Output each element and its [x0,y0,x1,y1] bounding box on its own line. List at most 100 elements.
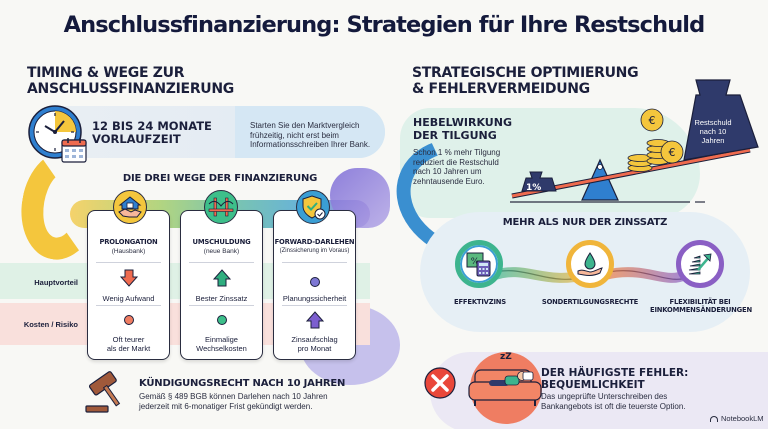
percent-calculator-icon: % [455,240,503,288]
item-label-line1: SONDERTILGUNGSRECHTE [541,298,639,306]
mistake-text: Das ungeprüfte Unterschreiben des Bankan… [541,392,686,411]
big-weight-line2: nach 10 [699,127,727,136]
mistake-text-line1: Das ungeprüfte Unterschreiben des [541,392,668,401]
card-forward-darlehen: FORWARD-DARLEHEN (Zinssicherung im Vorau… [273,210,356,360]
timing-headline-line2: VORLAUFZEIT [92,132,181,146]
divider [96,262,161,263]
dot-icon [309,273,321,292]
big-weight-line1: Restschuld [694,118,732,127]
svg-text:%: % [471,257,480,267]
card-cost: Einmalige Wechselkosten [181,335,262,353]
sleep-zz-label: zZ [500,352,512,362]
row-label-cost: Kosten / Risiko [23,320,78,329]
leverage-text-line1: Schon 1 % mehr Tilgung [413,148,501,157]
card-cost-line2: pro Monat [297,344,332,353]
timing-note: Starten Sie den Marktvergleich frühzeiti… [250,121,390,150]
card-advantage: Bester Zinssatz [195,294,248,303]
arrow-up-icon [305,311,324,333]
timing-note-area [235,106,385,158]
leverage-text-line4: zehntausende Euro. [413,176,485,186]
item-label-line1: FLEXIBILITÄT BEI [669,298,731,306]
dot-icon [216,311,228,330]
three-ways-heading: DIE DREI WEGE DER FINANZIERUNG [122,173,318,184]
arrow-up-icon [212,269,231,291]
card-advantage: Wenig Aufwand [102,294,155,303]
divider [189,305,254,306]
card-title: PROLONGATION [99,238,158,246]
card-subtitle: (Zinssicherung im Voraus) [279,248,350,254]
termination-heading: KÜNDIGUNGSRECHT NACH 10 JAHREN [139,378,346,389]
leverage-heading-line1: HEBELWIRKUNG [413,116,512,129]
house-handshake-icon [113,190,147,224]
dot-icon [123,311,135,330]
card-title: FORWARD-DARLEHEN [274,238,355,246]
big-weight-line3: Jahren [701,136,725,145]
right-section-heading: STRATEGISCHE OPTIMIERUNG & FEHLERVERMEID… [412,65,639,97]
sleeping-on-couch-icon [465,362,545,416]
mistake-text-line2: Bankangebots ist oft die teuerste Option… [541,401,686,411]
timing-note-line3: Informationsschreiben Ihrer Bank. [250,140,371,149]
shield-check-icon [296,190,330,224]
item-label-flexibilitaet: FLEXIBILITÄT BEI EINKOMMENSÄNDERUNGEN [650,298,752,314]
row-label-advantage: Hauptvorteil [34,278,78,287]
leverage-text-line2: reduziert die Restschuld [413,157,499,167]
item-label-sondertilgungsrechte: SONDERTILGUNGSRECHTE [530,298,650,306]
mistake-heading: DER HÄUFIGSTE FEHLER: BEQUEMLICHKEIT [541,367,688,391]
timing-headline-line1: 12 BIS 24 MONATE [92,119,212,133]
card-title: UMSCHULDUNG [192,238,251,246]
seesaw-icon: € € [500,75,765,209]
card-cost-line2: Wechselkosten [196,344,247,353]
notebooklm-logo-icon [710,415,718,422]
leverage-text: Schon 1 % mehr Tilgung reduziert die Res… [413,148,500,186]
divider [282,262,347,263]
timing-note-line1: Starten Sie den Marktvergleich [250,121,360,130]
watermark: NotebookLM [710,414,764,423]
card-cost: Zinsaufschlag pro Monat [274,335,355,353]
termination-text-line1: Gemäß § 489 BGB können Darlehen nach 10 … [139,392,328,401]
card-advantage: Planungssicherheit [282,294,347,303]
mistake-heading-line1: DER HÄUFIGSTE FEHLER: [541,367,689,379]
termination-text-line2: jederzeit mit 6-monatiger Frist gekündig… [139,401,313,411]
divider [96,305,161,306]
right-heading-line2: & FEHLERVERMEIDUNG [412,81,590,97]
timing-headline: 12 BIS 24 MONATE VORLAUFZEIT [92,120,212,146]
card-cost-line1: Oft teurer [112,335,145,344]
item-label-line1: EFFEKTIVZINS [454,298,506,306]
leverage-text-line3: nach 10 Jahren um [413,167,482,176]
leverage-heading-line2: DER TILGUNG [413,129,497,142]
x-circle-icon [423,366,457,404]
item-label-line2: EINKOMMENSÄNDERUNGEN [650,306,752,314]
page-title: Anschlussfinanzierung: Strategien für Ih… [63,12,706,38]
card-cost-line1: Einmalige [205,335,238,344]
termination-text: Gemäß § 489 BGB können Darlehen nach 10 … [139,392,328,411]
card-cost-line2: als der Markt [106,344,151,353]
bridge-icon [204,190,238,224]
arrow-down-icon [119,269,138,291]
timing-banner [40,106,385,158]
small-weight-label: 1% [526,183,542,193]
right-heading-line1: STRATEGISCHE OPTIMIERUNG [412,65,639,81]
gavel-icon [84,370,134,418]
hand-drop-icon [566,240,614,288]
card-prolongation: PROLONGATION (Hausbank) Wenig Aufwand Of… [87,210,170,360]
left-section-heading: TIMING & WEGE ZUR ANSCHLUSSFINANZIERUNG [27,65,234,97]
mistake-heading-line2: BEQUEMLICHKEIT [541,379,645,391]
big-weight-label: Restschuld nach 10 Jahren [688,118,738,145]
watermark-text: NotebookLM [721,414,764,423]
leverage-heading: HEBELWIRKUNG DER TILGUNG [413,116,512,142]
calendar-icon [60,136,88,168]
divider [282,305,347,306]
divider [189,262,254,263]
svg-text:€: € [669,146,676,159]
card-subtitle: (neue Bank) [203,248,240,255]
growth-arrow-icon [676,240,724,288]
item-label-effektivzins: EFFEKTIVZINS [440,298,520,306]
beyond-rate-heading: MEHR ALS NUR DER ZINSSATZ [502,217,668,228]
left-heading-line1: TIMING & WEGE ZUR [27,65,185,81]
card-cost-line1: Zinsaufschlag [291,335,338,344]
timing-note-line2: frühzeitig, nicht erst beim [250,130,339,140]
svg-text:€: € [649,114,656,127]
card-cost: Oft teurer als der Markt [88,335,169,353]
card-umschuldung: UMSCHULDUNG (neue Bank) Bester Zinssatz … [180,210,263,360]
left-heading-line2: ANSCHLUSSFINANZIERUNG [27,81,234,97]
